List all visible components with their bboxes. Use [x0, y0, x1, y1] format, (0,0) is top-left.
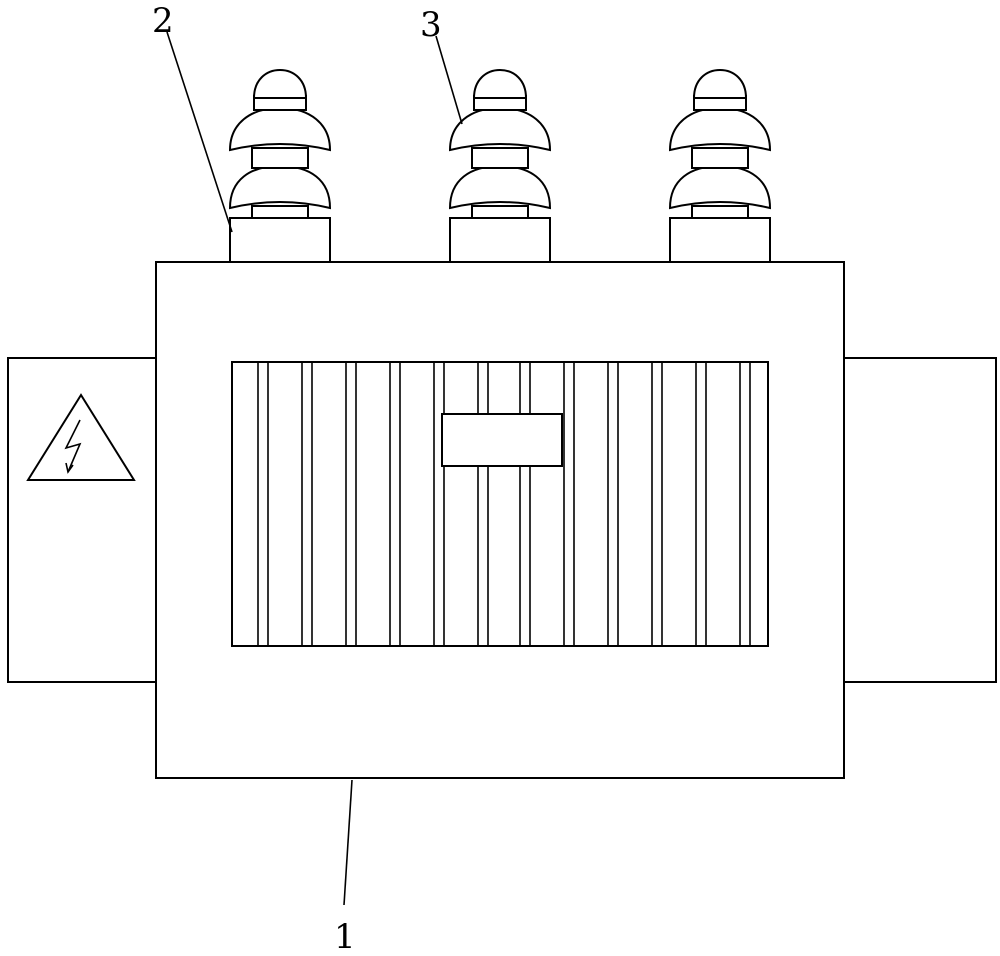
- left-side-panel: [7, 357, 157, 683]
- radiator-fin: [651, 362, 663, 646]
- leader-line-1: [343, 779, 353, 906]
- leader-lines: [166, 31, 463, 906]
- bushing-base: [669, 217, 771, 263]
- radiator-fin: [433, 362, 445, 646]
- radiator-fin: [257, 362, 269, 646]
- bushing-base: [229, 217, 331, 263]
- bushings: [228, 68, 772, 263]
- bushing-3: [668, 68, 772, 263]
- tank-body: [155, 261, 845, 779]
- high-voltage-warning-icon: [26, 393, 136, 481]
- callout-label-1: 1: [334, 917, 356, 956]
- leader-line-2: [166, 31, 233, 233]
- radiator-fin: [389, 362, 401, 646]
- radiator-fin: [563, 362, 575, 646]
- radiator-fin: [695, 362, 707, 646]
- radiator-fin: [301, 362, 313, 646]
- bushing-1: [228, 68, 332, 263]
- radiator-fin: [345, 362, 357, 646]
- radiator-fin: [519, 362, 531, 646]
- radiator-fins: [231, 361, 769, 647]
- leader-line-3: [435, 35, 463, 125]
- radiator-fin: [739, 362, 751, 646]
- radiator-fin: [477, 362, 489, 646]
- bushing-2: [448, 68, 552, 263]
- right-side-panel: [843, 357, 997, 683]
- callout-label-3: 3: [420, 5, 442, 45]
- radiator-fin: [607, 362, 619, 646]
- callout-label-2: 2: [152, 1, 174, 41]
- nameplate: [441, 413, 563, 467]
- bushing-base: [449, 217, 551, 263]
